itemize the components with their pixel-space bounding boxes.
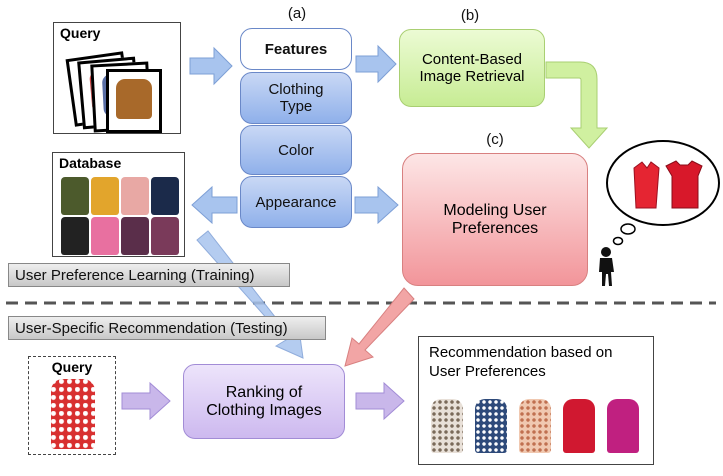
feature-color: Color — [240, 125, 352, 175]
user-silhouette — [599, 247, 614, 286]
query-bottom-panel: Query — [28, 356, 116, 455]
arrow-appearance-to-database — [191, 185, 238, 225]
testing-label: User-Specific Recommendation (Testing) — [8, 316, 326, 340]
arrow-cbir-to-modeling — [545, 61, 609, 149]
arrow-query-to-features — [189, 46, 233, 86]
cbir-box: Content-Based Image Retrieval — [399, 29, 545, 107]
query-title: Query — [60, 25, 101, 41]
recommendation-title: Recommendation based on User Preferences — [429, 344, 613, 380]
arrow-modeling-to-ranking — [344, 287, 415, 367]
database-title: Database — [59, 155, 122, 171]
query-panel: Query — [53, 22, 181, 134]
label-c: (c) — [486, 131, 504, 148]
training-label: User Preference Learning (Training) — [8, 263, 290, 287]
arrow-ranking-to-recommendation — [355, 381, 405, 421]
user-thought-bubble — [606, 140, 720, 246]
arrow-features-to-cbir — [355, 44, 397, 84]
database-panel: Database — [52, 152, 185, 257]
recommendation-panel: Recommendation based on User Preferences — [418, 336, 654, 465]
modeling-box: Modeling User Preferences — [402, 153, 588, 286]
feature-clothing-type: Clothing Type — [240, 72, 352, 124]
query-bottom-title: Query — [51, 359, 93, 375]
feature-appearance: Appearance — [240, 176, 352, 228]
label-a: (a) — [287, 5, 307, 22]
features-header: Features — [240, 28, 352, 70]
arrow-appearance-to-modeling — [354, 185, 399, 225]
ranking-box: Ranking of Clothing Images — [183, 364, 345, 439]
label-b: (b) — [460, 7, 480, 24]
arrow-query-to-ranking — [121, 381, 171, 421]
query-bottom-image — [51, 379, 95, 449]
